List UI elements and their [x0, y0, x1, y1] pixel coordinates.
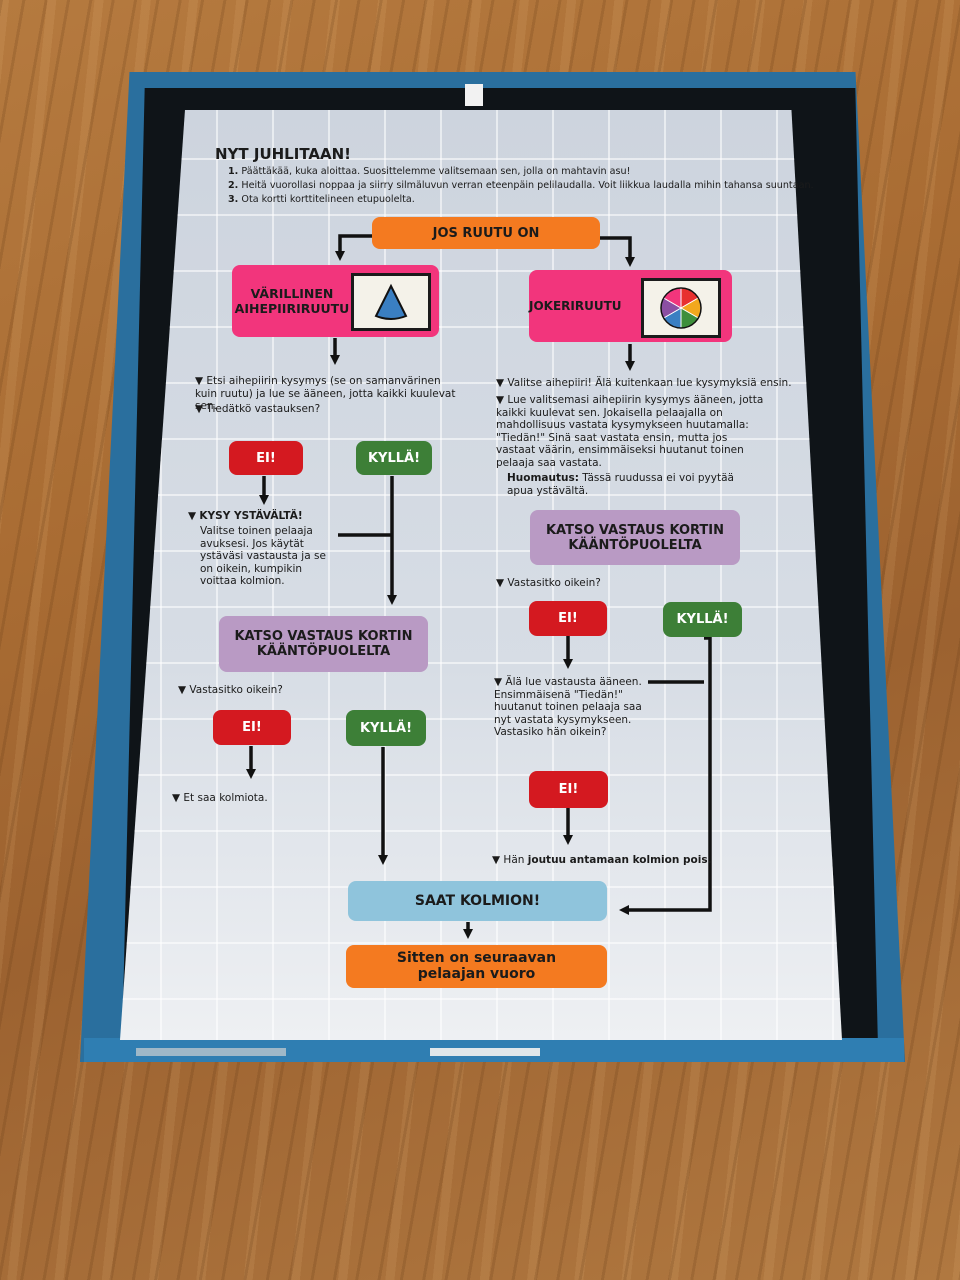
rule-step-2: 2. Heitä vuorollasi noppaa ja siirry sil…: [228, 180, 814, 191]
dont-read-answer: ▼ Älä lue vastausta ääneen. Ensimmäisenä…: [494, 676, 642, 739]
check-answer-box-right: KATSO VASTAUS KORTIN KÄÄNTÖPUOLELTA: [530, 510, 740, 565]
rule-step-1: 1. Päättäkää, kuka aloittaa. Suosittelem…: [228, 166, 631, 177]
win-triangle-box: SAAT KOLMION!: [348, 881, 607, 921]
yes-badge-3: KYLLÄ!: [663, 602, 742, 637]
was-correct-left: ▼ Vastasitko oikein?: [178, 684, 283, 696]
was-correct-right: ▼ Vastasitko oikein?: [496, 577, 601, 589]
ask-friend-title: ▼ KYSY YSTÄVÄLTÄ!: [188, 510, 303, 522]
no-badge-2: EI!: [213, 710, 291, 745]
box-rim-label-left: [136, 1048, 286, 1056]
ask-friend-text: Valitse toinen pelaaja avuksesi. Jos käy…: [200, 525, 326, 588]
arrow-kylla-3: [619, 636, 712, 915]
yes-badge-2: KYLLÄ!: [346, 710, 426, 746]
check-answer-box-left: KATSO VASTAUS KORTIN KÄÄNTÖPUOLELTA: [219, 616, 428, 672]
joker-bullet-1: ▼ Valitse aihepiiri! Älä kuitenkaan lue …: [496, 377, 792, 389]
arrow-to-topic-square: [335, 234, 372, 261]
joker-bullet-2: ▼ Lue valitsemasi aihepiirin kysymys ään…: [496, 394, 764, 469]
arrow-to-joker-square: [598, 236, 635, 267]
joker-square-label: JOKERIRUUTU: [529, 299, 622, 313]
topic-bullet-2: ▼ Tiedätkö vastauksen?: [195, 403, 321, 415]
no-badge-1: EI!: [229, 441, 303, 475]
give-away-text: ▼ Hän joutuu antamaan kolmion pois.: [492, 854, 712, 866]
box-tab: [465, 84, 483, 106]
no-badge-3: EI!: [529, 601, 607, 636]
color-wheel-icon: [660, 287, 702, 329]
topic-bullet-1: ▼ Etsi aihepiirin kysymys (se on samanvä…: [195, 375, 456, 413]
joker-note: Huomautus: Tässä ruudussa ei voi pyytää …: [507, 472, 734, 497]
topic-square-label: VÄRILLINEN AIHEPIIRIRUUTU: [234, 286, 350, 316]
yes-badge-1: KYLLÄ!: [356, 441, 432, 475]
rules-title: NYT JUHLITAAN!: [215, 145, 352, 163]
no-triangle-text: ▼ Et saa kolmiota.: [172, 792, 268, 804]
box-rim-label: [430, 1048, 540, 1056]
rule-step-3: 3. Ota kortti korttitelineen etupuolelta…: [228, 194, 415, 205]
start-box: JOS RUUTU ON: [372, 217, 600, 249]
next-turn-box: Sitten on seuraavan pelaajan vuoro: [346, 945, 607, 988]
triangle-wedge-icon: [374, 283, 408, 320]
topic-square-icon-frame: [351, 273, 431, 331]
no-badge-4: EI!: [529, 771, 608, 808]
joker-square-icon-frame: [641, 278, 721, 338]
